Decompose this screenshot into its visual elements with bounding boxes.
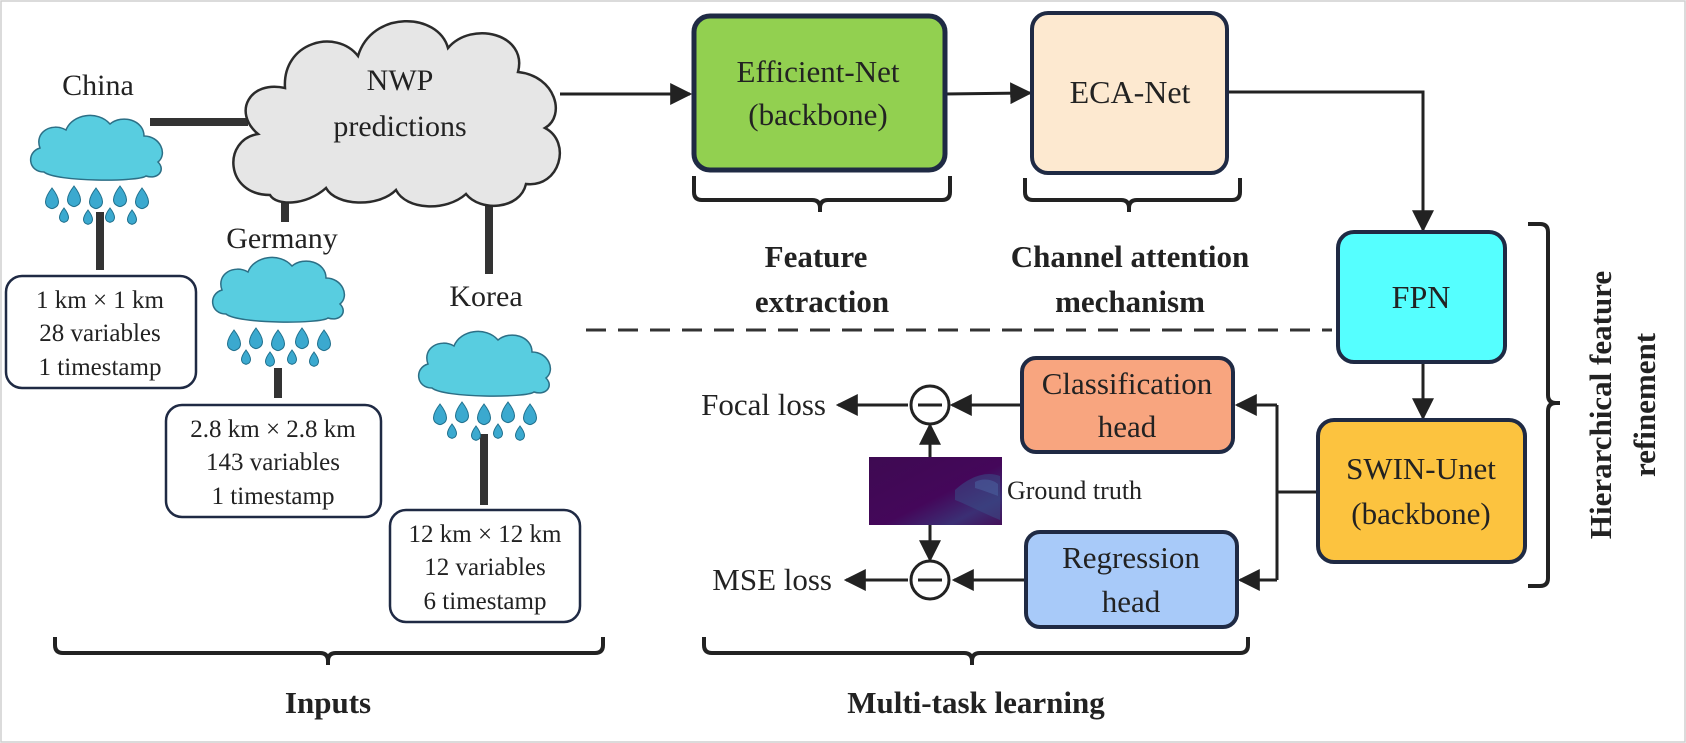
raindrop-icon	[241, 349, 251, 365]
classification-label-line2: head	[1098, 409, 1157, 444]
swin-label-line1: SWIN-Unet	[1346, 451, 1496, 486]
china-variables: 28 variables	[39, 320, 160, 347]
feature-extraction-label-line2: extraction	[755, 284, 889, 319]
efficientnet-label-line2: (backbone)	[748, 97, 887, 132]
ecanet-label: ECA-Net	[1070, 74, 1191, 110]
raindrop-icon	[523, 403, 537, 426]
regression-label-line2: head	[1102, 584, 1161, 619]
subtract-icon-top	[909, 384, 951, 426]
nwp-cloud: NWP predictions	[232, 20, 562, 208]
cloud-shape	[212, 256, 346, 323]
raindrop-icon	[493, 423, 503, 439]
classification-label-line1: Classification	[1042, 366, 1213, 401]
korea-timestamp: 6 timestamp	[424, 588, 547, 615]
brace-hierarchical	[1528, 222, 1560, 588]
efficientnet-label-line1: Efficient-Net	[737, 54, 900, 89]
raindrop-icon	[515, 425, 525, 441]
raindrop-icon	[105, 207, 115, 223]
country-label-china: China	[62, 69, 134, 102]
subtract-icon-bottom	[909, 559, 951, 601]
raindrop-icon	[67, 185, 81, 208]
raindrop-icon	[471, 425, 481, 441]
hierarchical-label-line2: refinement	[1627, 332, 1662, 477]
country-label-germany: Germany	[226, 222, 338, 255]
raindrop-icon	[113, 185, 127, 208]
arrow-ecanet-to-fpn	[1228, 90, 1434, 233]
brace-feature-extraction	[692, 176, 952, 212]
arrow-efficientnet-to-ecanet	[943, 82, 1033, 105]
germany-timestamp: 1 timestamp	[212, 483, 335, 510]
channel-attention-label-line2: mechanism	[1055, 284, 1205, 319]
pipeline-arrows	[560, 82, 1434, 591]
raindrop-icon	[447, 423, 457, 439]
channel-attention-label-line1: Channel attention	[1011, 239, 1250, 274]
focal-loss-label: Focal loss	[701, 387, 826, 422]
raindrop-icon	[45, 187, 59, 210]
raindrop-icon	[265, 351, 275, 367]
germany-resolution: 2.8 km × 2.8 km	[190, 416, 356, 443]
raindrop-icon	[83, 209, 93, 225]
inputs-section-label: Inputs	[285, 685, 371, 720]
raindrop-icon	[127, 209, 137, 225]
raindrop-icon	[317, 329, 331, 352]
info-box-china: 1 km × 1 km 28 variables 1 timestamp	[4, 274, 198, 390]
regression-label-line1: Regression	[1062, 540, 1200, 575]
raindrop-icon	[59, 207, 69, 223]
raindrop-icon	[433, 403, 447, 426]
raindrop-icon	[477, 403, 491, 426]
raindrop-icon	[309, 351, 319, 367]
raindrop-icon	[89, 187, 103, 210]
braces	[53, 176, 1560, 665]
hierarchical-label: Hierarchical feature refinement	[1583, 271, 1662, 539]
raindrop-icon	[135, 187, 149, 210]
raindrop-icon	[501, 401, 515, 424]
regression-head-box: Regression head	[1024, 530, 1239, 629]
feature-extraction-label-line1: Feature	[765, 239, 868, 274]
rain-cloud-icon-germany	[212, 256, 346, 367]
rain-cloud-icon-china	[30, 114, 164, 225]
multitask-section-label: Multi-task learning	[847, 685, 1105, 720]
brace-channel-attention	[1023, 178, 1242, 212]
swin-unet-box: SWIN-Unet (backbone)	[1316, 418, 1527, 564]
brace-multitask	[702, 637, 1250, 665]
nwp-label-line1: NWP	[367, 64, 434, 97]
fpn-box: FPN	[1336, 230, 1507, 364]
germany-variables: 143 variables	[206, 449, 340, 476]
info-box-korea: 12 km × 12 km 12 variables 6 timestamp	[388, 508, 582, 624]
china-resolution: 1 km × 1 km	[36, 287, 165, 314]
cloud-shape	[30, 114, 164, 181]
raindrop-icon	[295, 327, 309, 350]
ecanet-box: ECA-Net	[1030, 11, 1229, 175]
raindrop-icon	[455, 401, 469, 424]
swin-label-line2: (backbone)	[1351, 496, 1490, 531]
ground-truth-label: Ground truth	[1007, 476, 1142, 505]
mse-loss-label: MSE loss	[712, 562, 832, 597]
korea-resolution: 12 km × 12 km	[409, 521, 563, 548]
raindrop-icon	[287, 349, 297, 365]
country-label-korea: Korea	[449, 280, 522, 313]
nwp-label-line2: predictions	[333, 110, 466, 143]
info-box-germany: 2.8 km × 2.8 km 143 variables 1 timestam…	[164, 403, 383, 519]
china-timestamp: 1 timestamp	[39, 354, 162, 381]
raindrop-icon	[271, 329, 285, 352]
classification-head-box: Classification head	[1020, 356, 1235, 454]
nwp-cloud-shape	[232, 20, 562, 208]
brace-inputs	[53, 637, 605, 665]
rain-cloud-icon-korea	[418, 330, 552, 441]
ground-truth-image	[869, 457, 1002, 525]
cloud-shape	[418, 330, 552, 397]
fpn-label: FPN	[1392, 279, 1451, 315]
raindrop-icon	[249, 327, 263, 350]
raindrop-icon	[227, 329, 241, 352]
korea-variables: 12 variables	[424, 554, 545, 581]
efficientnet-box: Efficient-Net (backbone)	[691, 13, 948, 173]
hierarchical-label-line1: Hierarchical feature	[1583, 271, 1618, 539]
